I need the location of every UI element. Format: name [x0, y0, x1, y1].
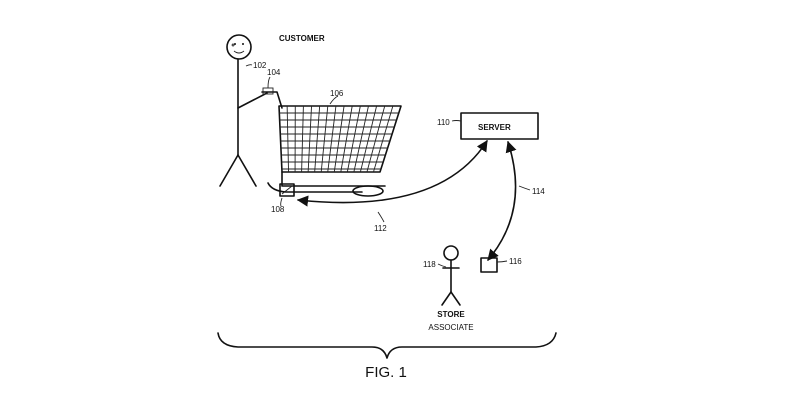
leader-118: [437, 263, 447, 268]
customer-label: CUSTOMER: [279, 34, 325, 43]
cart-handle-grip: [262, 87, 274, 95]
link-server-device: [487, 140, 517, 261]
associate-right-leg: [450, 291, 461, 306]
reference-leaders: [245, 64, 531, 268]
ref-104: 104: [267, 68, 281, 77]
customer-smile: [233, 50, 245, 54]
ref-112: 112: [374, 224, 387, 233]
associate-head: [443, 245, 459, 261]
link-cart-server: [296, 140, 488, 207]
associate-device: [480, 257, 498, 273]
server-box: [460, 112, 539, 140]
cart-tag: [279, 183, 295, 197]
leader-102: [245, 64, 253, 67]
customer-left-leg: [219, 154, 239, 187]
shopping-cart: [261, 87, 402, 197]
ref-106: 106: [330, 89, 344, 98]
cart-wheel-front: [352, 185, 384, 197]
associate-label: ASSOCIATE: [428, 323, 473, 332]
customer-eye-right-dot: [242, 43, 244, 45]
cart-bottom-rail: [267, 182, 363, 193]
ref-110: 110: [437, 118, 450, 127]
cart-basket-grid: [279, 105, 399, 173]
leader-112: [377, 211, 385, 223]
cart-tag-mark: [281, 185, 293, 195]
customer-arm: [237, 92, 268, 109]
server-label: SERVER: [478, 123, 511, 132]
customer-head: [226, 34, 252, 60]
cart-frame: [281, 171, 386, 187]
grouping-brace: [217, 332, 557, 359]
ref-108: 108: [271, 205, 285, 214]
leader-104: [267, 76, 271, 89]
leader-106: [329, 95, 339, 105]
associate-left-leg: [441, 291, 452, 306]
ref-102: 102: [253, 61, 267, 70]
store-associate-figure: [441, 245, 461, 306]
ref-114: 114: [532, 187, 545, 196]
customer-eye-left: [231, 43, 235, 47]
cart-grid-line: [286, 105, 289, 173]
customer-right-leg: [237, 154, 257, 187]
leader-110: [451, 120, 462, 122]
figure-caption: FIG. 1: [365, 364, 407, 381]
store-label: STORE: [437, 310, 465, 319]
ref-116: 116: [509, 257, 522, 266]
cart-handle: [261, 91, 283, 109]
ref-118: 118: [423, 260, 436, 269]
customer-figure: [219, 34, 268, 187]
leader-116: [496, 260, 508, 263]
leader-114: [518, 185, 531, 191]
customer-eye-left-dot: [234, 43, 236, 45]
leader-108: [280, 197, 283, 207]
